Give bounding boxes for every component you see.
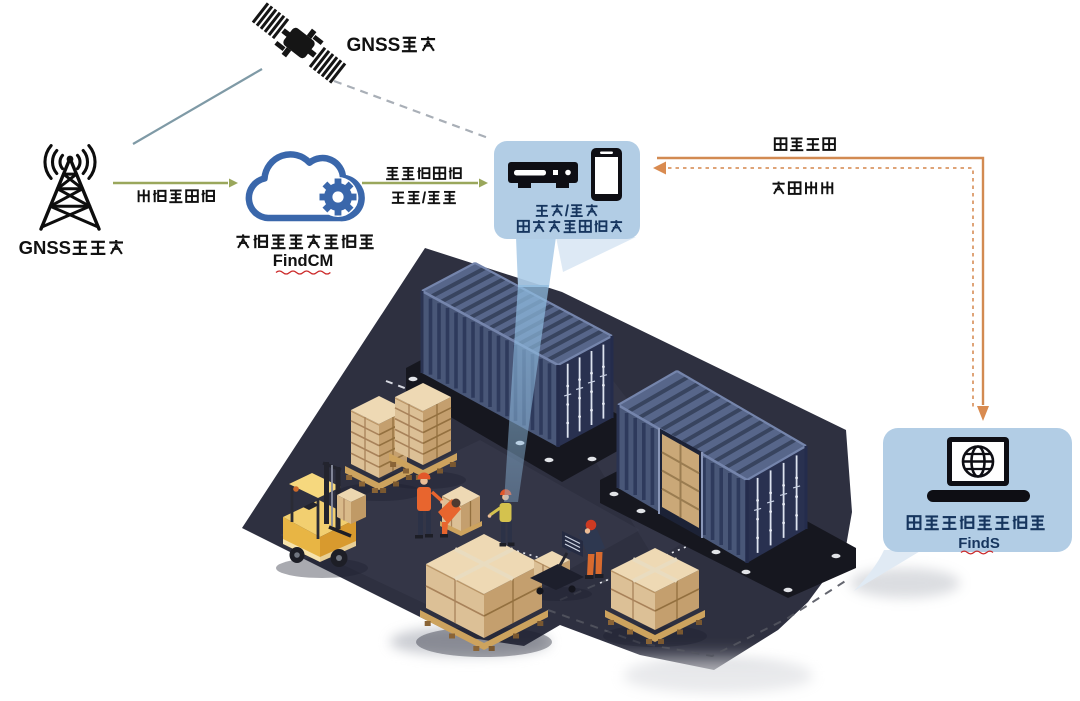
svg-text:/: / bbox=[565, 203, 570, 220]
svg-text:FindS: FindS bbox=[958, 535, 1000, 552]
svg-text:/: / bbox=[422, 190, 427, 207]
svg-text:FindCM: FindCM bbox=[273, 252, 333, 270]
svg-text:GNSS: GNSS bbox=[19, 237, 71, 258]
svg-text:GNSS: GNSS bbox=[347, 35, 401, 56]
